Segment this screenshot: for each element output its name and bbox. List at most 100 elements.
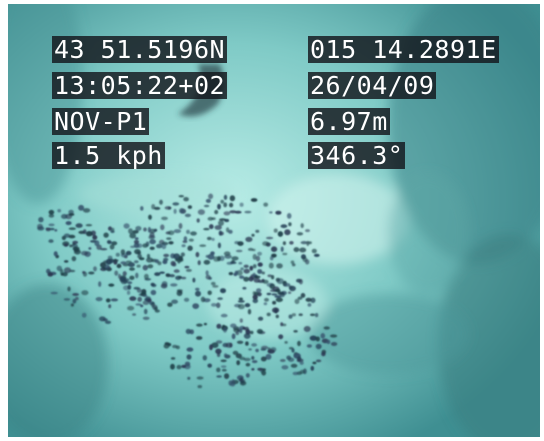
organism-speck [183, 197, 189, 202]
organism-speck [159, 199, 163, 205]
organism-speck [203, 259, 211, 265]
organism-speck [48, 223, 55, 227]
organism-speck [251, 360, 258, 364]
longitude-readout: 015 14.2891E [308, 35, 499, 64]
organism-speck [217, 297, 223, 300]
organism-speck [262, 279, 269, 284]
organism-speck [261, 345, 269, 350]
organism-speck [127, 305, 135, 311]
organism-speck [252, 253, 257, 260]
organism-speck [133, 239, 140, 244]
organism-speck [162, 259, 168, 265]
organism-speck [251, 233, 255, 237]
organism-speck [310, 313, 315, 317]
organism-speck [127, 284, 132, 290]
organism-speck [251, 368, 255, 371]
organism-speck [249, 330, 254, 335]
organism-speck [46, 268, 51, 274]
organism-speck [305, 229, 310, 233]
organism-speck [310, 365, 315, 371]
organism-speck [211, 303, 217, 307]
organism-speck [280, 224, 288, 229]
organism-speck [168, 241, 174, 245]
organism-speck [257, 367, 263, 371]
organism-speck [168, 230, 175, 236]
organism-speck [252, 294, 258, 300]
organism-speck [267, 274, 273, 278]
organism-speck [186, 347, 194, 352]
organism-speck [137, 253, 142, 259]
organism-speck [136, 288, 142, 293]
organism-speck [230, 323, 237, 328]
organism-speck [247, 247, 254, 251]
organism-speck [313, 253, 320, 257]
organism-speck [251, 343, 257, 347]
organism-speck [125, 250, 132, 256]
organism-speck [171, 299, 179, 304]
organism-speck [195, 287, 200, 291]
organism-speck [108, 304, 112, 309]
organism-speck [147, 264, 154, 269]
organism-speck [60, 273, 64, 276]
organism-speck [114, 270, 119, 276]
organism-speck [183, 236, 188, 242]
organism-speck [135, 272, 139, 279]
organism-speck [135, 303, 142, 306]
organism-speck [134, 260, 139, 264]
organism-speck [109, 244, 115, 250]
organism-speck [178, 223, 183, 229]
organism-speck [128, 228, 133, 235]
organism-speck [238, 297, 243, 301]
organism-speck [134, 237, 139, 240]
organism-speck [47, 272, 54, 277]
organism-speck [307, 303, 312, 307]
organism-speck [154, 309, 160, 313]
organism-speck [265, 353, 272, 360]
organism-speck [250, 198, 258, 202]
organism-speck [237, 241, 244, 247]
organism-speck [212, 285, 219, 288]
organism-speck [53, 251, 58, 257]
organism-speck [88, 247, 92, 250]
organism-speck [243, 268, 250, 274]
organism-speck [187, 376, 191, 380]
organism-speck [271, 246, 278, 252]
organism-speck [173, 253, 181, 260]
organism-speck [291, 313, 296, 317]
organism-speck [218, 220, 224, 227]
organism-speck [110, 298, 119, 302]
organism-speck [237, 303, 245, 310]
organism-speck [64, 260, 69, 263]
organism-speck [159, 271, 165, 274]
organism-speck [195, 251, 200, 258]
organism-speck [217, 256, 221, 262]
organism-speck [305, 259, 310, 265]
organism-speck [179, 208, 185, 214]
organism-speck [290, 260, 295, 264]
organism-speck [220, 199, 224, 204]
organism-speck [286, 213, 292, 219]
organism-speck [205, 274, 211, 280]
organism-speck [181, 364, 187, 369]
organism-speck [214, 209, 219, 215]
organism-speck [161, 216, 168, 221]
organism-speck [160, 283, 168, 289]
organism-speck [239, 328, 243, 334]
organism-speck [125, 260, 132, 264]
organism-speck [235, 331, 240, 336]
organism-speck [196, 336, 203, 340]
organism-speck [156, 243, 163, 249]
organism-speck [147, 226, 151, 233]
organism-speck [120, 261, 127, 265]
organism-speck [300, 223, 304, 229]
organism-speck [249, 265, 254, 271]
organism-speck [142, 264, 148, 271]
organism-speck [223, 202, 228, 208]
organism-speck [294, 298, 300, 305]
organism-speck [277, 231, 284, 237]
organism-speck [86, 231, 93, 237]
organism-speck [82, 229, 87, 235]
organism-speck [330, 342, 338, 346]
organism-speck [293, 247, 300, 253]
organism-speck [129, 232, 136, 239]
